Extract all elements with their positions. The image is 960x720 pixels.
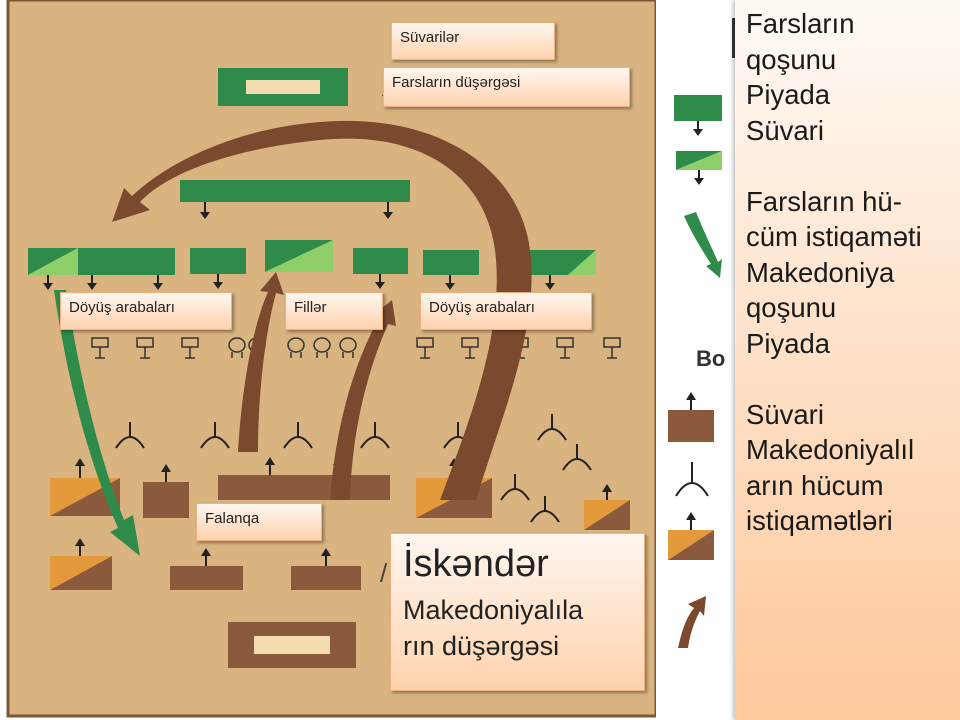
alexander-title: İskəndər (403, 543, 549, 585)
macedonian-infantry-icon (143, 464, 189, 518)
macedonian-attack-arrow-icon (238, 272, 284, 452)
persian-infantry-icon (423, 250, 479, 290)
label-chariots-right: Döyüş arabaları (420, 292, 592, 330)
macedonian-infantry-icon (291, 548, 361, 590)
label-chariots-left: Döyüş arabaları (60, 292, 232, 330)
macedonian-attack-arrow-icon (330, 300, 396, 500)
label-phalanx: Falanqa (196, 503, 322, 541)
persian-infantry-icon (190, 248, 246, 289)
legend-bracket (732, 18, 735, 58)
persian-cavalry-center-icon (265, 240, 333, 272)
legend-persian-arrow-icon (684, 212, 722, 278)
macedonian-infantry-icon (170, 548, 243, 590)
legend-macedonian-infantry-icon (668, 392, 714, 442)
persian-infantry-icon (353, 248, 408, 289)
legend-panel: Farsların qoşunu Piyada Süvari Farsların… (735, 0, 960, 720)
label-alexander-camp: İskəndər Makedoniyalıla rın düşərgəsi (390, 533, 645, 691)
legend-text: Farsların qoşunu Piyada Süvari Farsların… (746, 8, 922, 536)
label-suvariler: Süvarilər (391, 22, 555, 60)
persian-infantry-rear-icon (180, 180, 410, 219)
battle-map: / (6, 0, 658, 718)
macedonian-camp-icon (228, 622, 356, 668)
label-fars-camp: Farsların düşərgəsi (383, 67, 630, 107)
legend-persian-infantry-icon (674, 95, 722, 136)
label-elephants: Fillər (285, 292, 383, 330)
legend-persian-cavalry-icon (676, 151, 722, 185)
text-fragment: / (380, 558, 388, 588)
legend-macedonian-cavalry-icon (668, 512, 714, 560)
legend-fragment: Bo (696, 346, 725, 371)
alexander-subtitle: Makedoniyalıla rın düşərgəsi (403, 595, 584, 661)
persian-cavalry-left-icon (28, 248, 175, 290)
legend-symbols: Bo (656, 0, 735, 720)
legend-light-troops-icon (675, 462, 709, 497)
macedonian-cavalry-icon (584, 484, 630, 530)
macedonian-cavalry-icon (50, 538, 112, 590)
persian-attack-arrow-icon (54, 290, 140, 556)
persian-camp-icon (218, 68, 348, 106)
legend-macedonian-arrow-icon (678, 596, 706, 648)
